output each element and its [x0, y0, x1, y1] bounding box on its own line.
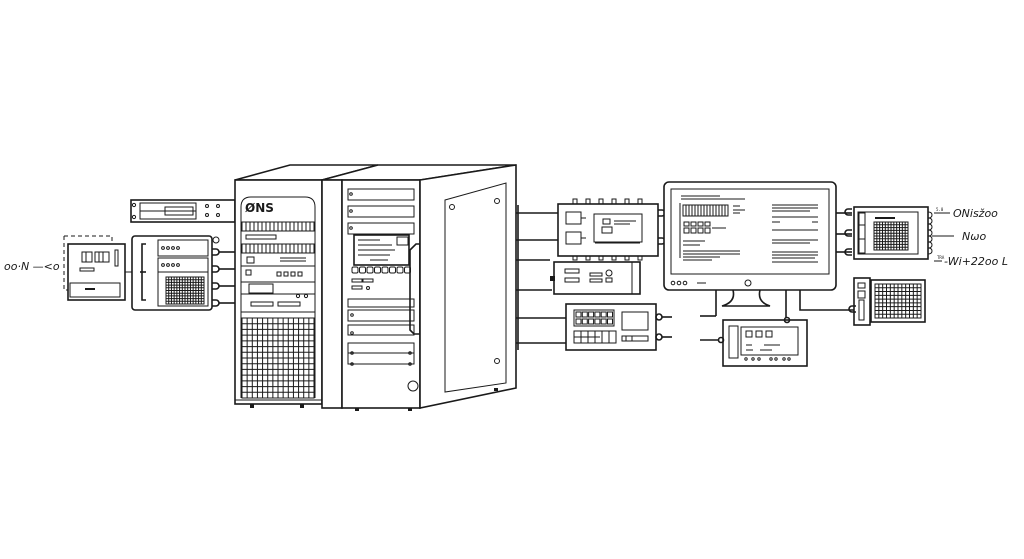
- pin-bottom: [624, 255, 630, 261]
- main-monitor: [663, 181, 837, 317]
- right-label-3: -Wi+22oo L: [944, 255, 1008, 268]
- key: [600, 318, 607, 325]
- rack-button-row: [351, 266, 411, 274]
- key: [575, 318, 582, 325]
- display-controller: [700, 316, 808, 367]
- left-label-group: oo·N —<o: [4, 260, 60, 273]
- pin-top: [624, 198, 630, 205]
- key: [581, 311, 588, 318]
- control-console: [565, 303, 672, 351]
- key: [607, 311, 613, 318]
- pin-bottom: [598, 255, 604, 261]
- monitor-status-squares: [683, 221, 726, 234]
- bus-connectors: [516, 205, 566, 350]
- console-keys: [573, 309, 617, 344]
- pin-bottom: [611, 255, 617, 261]
- rack-button: [389, 266, 396, 274]
- interface-card-unit: [550, 261, 641, 295]
- rack-button: [396, 266, 404, 274]
- speaker-grille: [165, 276, 205, 305]
- left-panel-connectors: [212, 248, 235, 307]
- pin-bottom: [585, 255, 591, 261]
- key: [581, 318, 588, 325]
- pin-top: [611, 198, 617, 205]
- monitor-connectors: [785, 212, 858, 318]
- rack-logo: ØNS: [245, 201, 274, 215]
- left-terminal-module: [63, 235, 132, 301]
- key: [600, 311, 607, 318]
- pin-top: [637, 198, 643, 205]
- rack-button: [351, 266, 359, 274]
- right-labels: 5.0 ONisžoo Nωo TRA -Wi+22oo L: [936, 207, 1008, 268]
- key: [588, 318, 595, 325]
- right-keypad-module: [848, 277, 926, 326]
- rack-button: [359, 266, 366, 274]
- pin-top: [572, 198, 578, 205]
- right-sublabel-1: 5.0: [936, 207, 944, 212]
- key: [575, 311, 582, 318]
- key: [594, 311, 601, 318]
- right-sublabel-2: TRA: [937, 255, 945, 260]
- right-label-1: ONisžoo: [953, 207, 998, 220]
- cabinet-side-door: [419, 164, 517, 409]
- display-grid: [873, 221, 909, 251]
- right-label-2: Nωo: [962, 230, 986, 243]
- pin-bottom: [572, 255, 578, 261]
- io-hub-module: [557, 198, 670, 261]
- rack-vent-grid: [241, 317, 315, 399]
- server-rack-left: ØNS: [234, 164, 379, 408]
- right-grid-module: [844, 206, 954, 262]
- pin-top: [585, 198, 591, 205]
- rack-button: [374, 266, 381, 274]
- rack-mount-unit: [130, 199, 236, 223]
- rack-button: [381, 266, 389, 274]
- pin-top: [598, 198, 604, 205]
- left-control-panel: [131, 235, 220, 311]
- server-rack-right: [321, 164, 517, 411]
- hub-pins: [572, 198, 643, 261]
- monitor-bar-meter: [685, 205, 726, 216]
- key: [607, 318, 613, 325]
- left-label: oo·N —<o: [4, 260, 60, 273]
- keypad-grid: [874, 283, 922, 319]
- pin-bottom: [637, 255, 643, 261]
- key: [594, 318, 601, 325]
- rack-button: [366, 266, 374, 274]
- key: [588, 311, 595, 318]
- rack-vent-bars: [241, 221, 315, 254]
